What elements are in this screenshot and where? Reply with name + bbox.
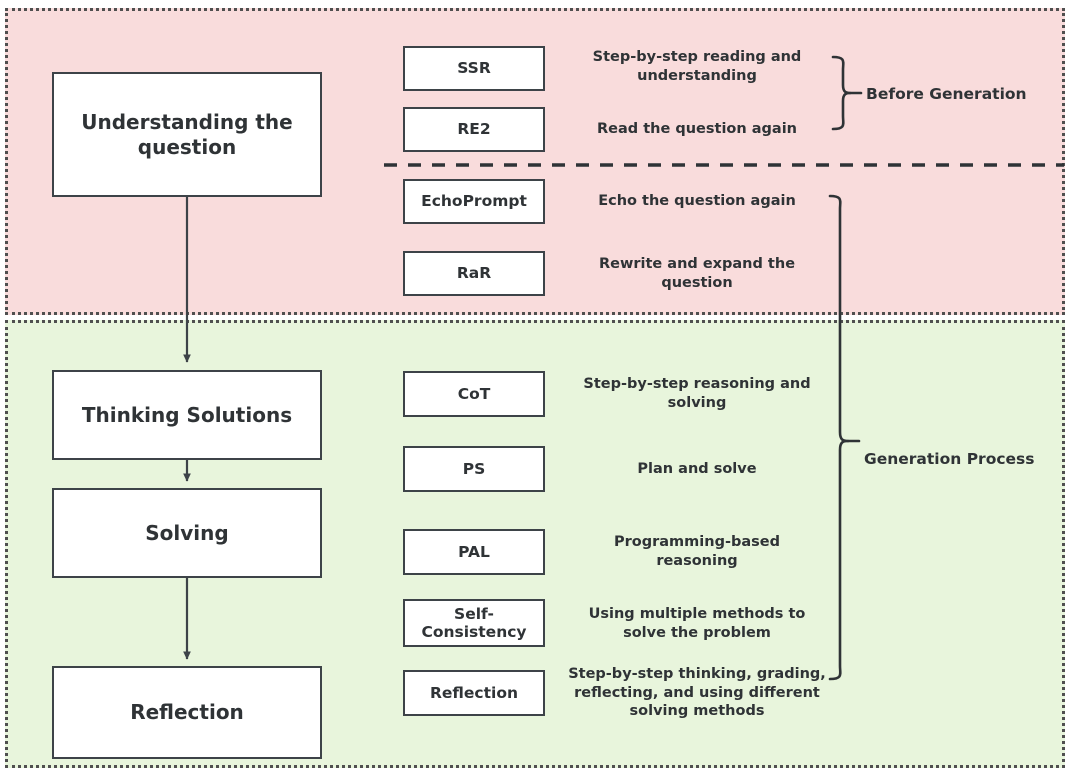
group-label-before-generation: Before Generation — [866, 85, 1027, 103]
method-description-re2: Read the question again — [597, 121, 797, 138]
method-box-self-consistency[interactable]: Self-Consistency — [403, 599, 545, 647]
method-description-ssr: Step-by-step reading and understanding — [592, 49, 802, 84]
method-description-cot: Step-by-step reasoning and solving — [583, 376, 811, 411]
method-box-ssr[interactable]: SSR — [403, 46, 545, 91]
method-description-rar: Rewrite and expand the question — [598, 256, 796, 291]
method-description-reflection: Step-by-step thinking, grading, reflecti… — [568, 666, 826, 720]
method-box-echoprompt[interactable]: EchoPrompt — [403, 179, 545, 224]
group-label-generation-process: Generation Process — [864, 450, 1035, 468]
method-description-ps: Plan and solve — [637, 460, 757, 477]
method-description-pal: Programming-based reasoning — [614, 534, 780, 569]
method-description-self-consistency: Using multiple methods to solve the prob… — [588, 606, 806, 641]
stage-box-solving[interactable]: Solving — [52, 488, 322, 578]
method-box-ps[interactable]: PS — [403, 446, 545, 492]
method-box-rar[interactable]: RaR — [403, 251, 545, 296]
stage-box-thinking-solutions[interactable]: Thinking Solutions — [52, 370, 322, 460]
method-box-pal[interactable]: PAL — [403, 529, 545, 575]
method-box-reflection[interactable]: Reflection — [403, 670, 545, 716]
method-description-echoprompt: Echo the question again — [598, 193, 796, 210]
method-box-cot[interactable]: CoT — [403, 371, 545, 417]
stage-box-reflection[interactable]: Reflection — [52, 666, 322, 759]
method-box-re2[interactable]: RE2 — [403, 107, 545, 152]
stage-box-understanding[interactable]: Understanding the question — [52, 72, 322, 197]
